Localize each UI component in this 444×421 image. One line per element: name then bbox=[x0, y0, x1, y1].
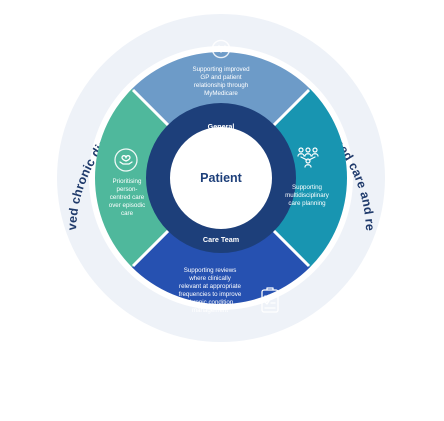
top-text-3: relationship through bbox=[194, 82, 249, 89]
center-circle bbox=[175, 132, 267, 224]
ring-label-top-1: General bbox=[208, 122, 235, 131]
bottom-text-2: where clinically bbox=[188, 275, 232, 282]
quadrant-top bbox=[131, 51, 311, 135]
ring-label-top-2: Practitioner bbox=[201, 131, 241, 140]
bottom-text-6: management bbox=[192, 307, 228, 314]
left-text-1: Prioritising bbox=[113, 178, 142, 185]
bottom-text-5: chronic condition bbox=[187, 299, 234, 306]
ring-label-bottom: Care Team bbox=[203, 235, 239, 244]
right-text-3: care planning bbox=[288, 200, 326, 207]
quadrant-left bbox=[95, 88, 178, 268]
people-network-icon bbox=[297, 147, 319, 168]
left-text-5: care bbox=[121, 210, 134, 217]
top-text-1: Supporting improved bbox=[192, 66, 250, 73]
right-text-2: multidisciplinary bbox=[285, 192, 330, 199]
care-hands-icon bbox=[114, 148, 138, 172]
top-text-4: MyMedicare bbox=[204, 90, 238, 97]
center-label: Patient bbox=[200, 171, 243, 185]
top-text-2: GP and patient bbox=[200, 74, 241, 81]
checklist-icon bbox=[261, 287, 279, 313]
left-text-4: over episodic bbox=[109, 202, 145, 209]
left-text-3: centred care bbox=[110, 194, 145, 201]
bottom-text-4: frequencies to improve bbox=[179, 291, 242, 298]
bottom-text-1: Supporting reviews bbox=[184, 267, 237, 274]
left-text-2: person- bbox=[117, 186, 138, 193]
bottom-text-3: relevant at appropriate bbox=[179, 283, 241, 290]
handshake-icon bbox=[211, 39, 231, 59]
right-text-1: Supporting bbox=[292, 184, 322, 191]
quadrant-right bbox=[264, 88, 347, 268]
dark-ring bbox=[146, 103, 296, 253]
quadrant-bottom bbox=[131, 221, 311, 305]
